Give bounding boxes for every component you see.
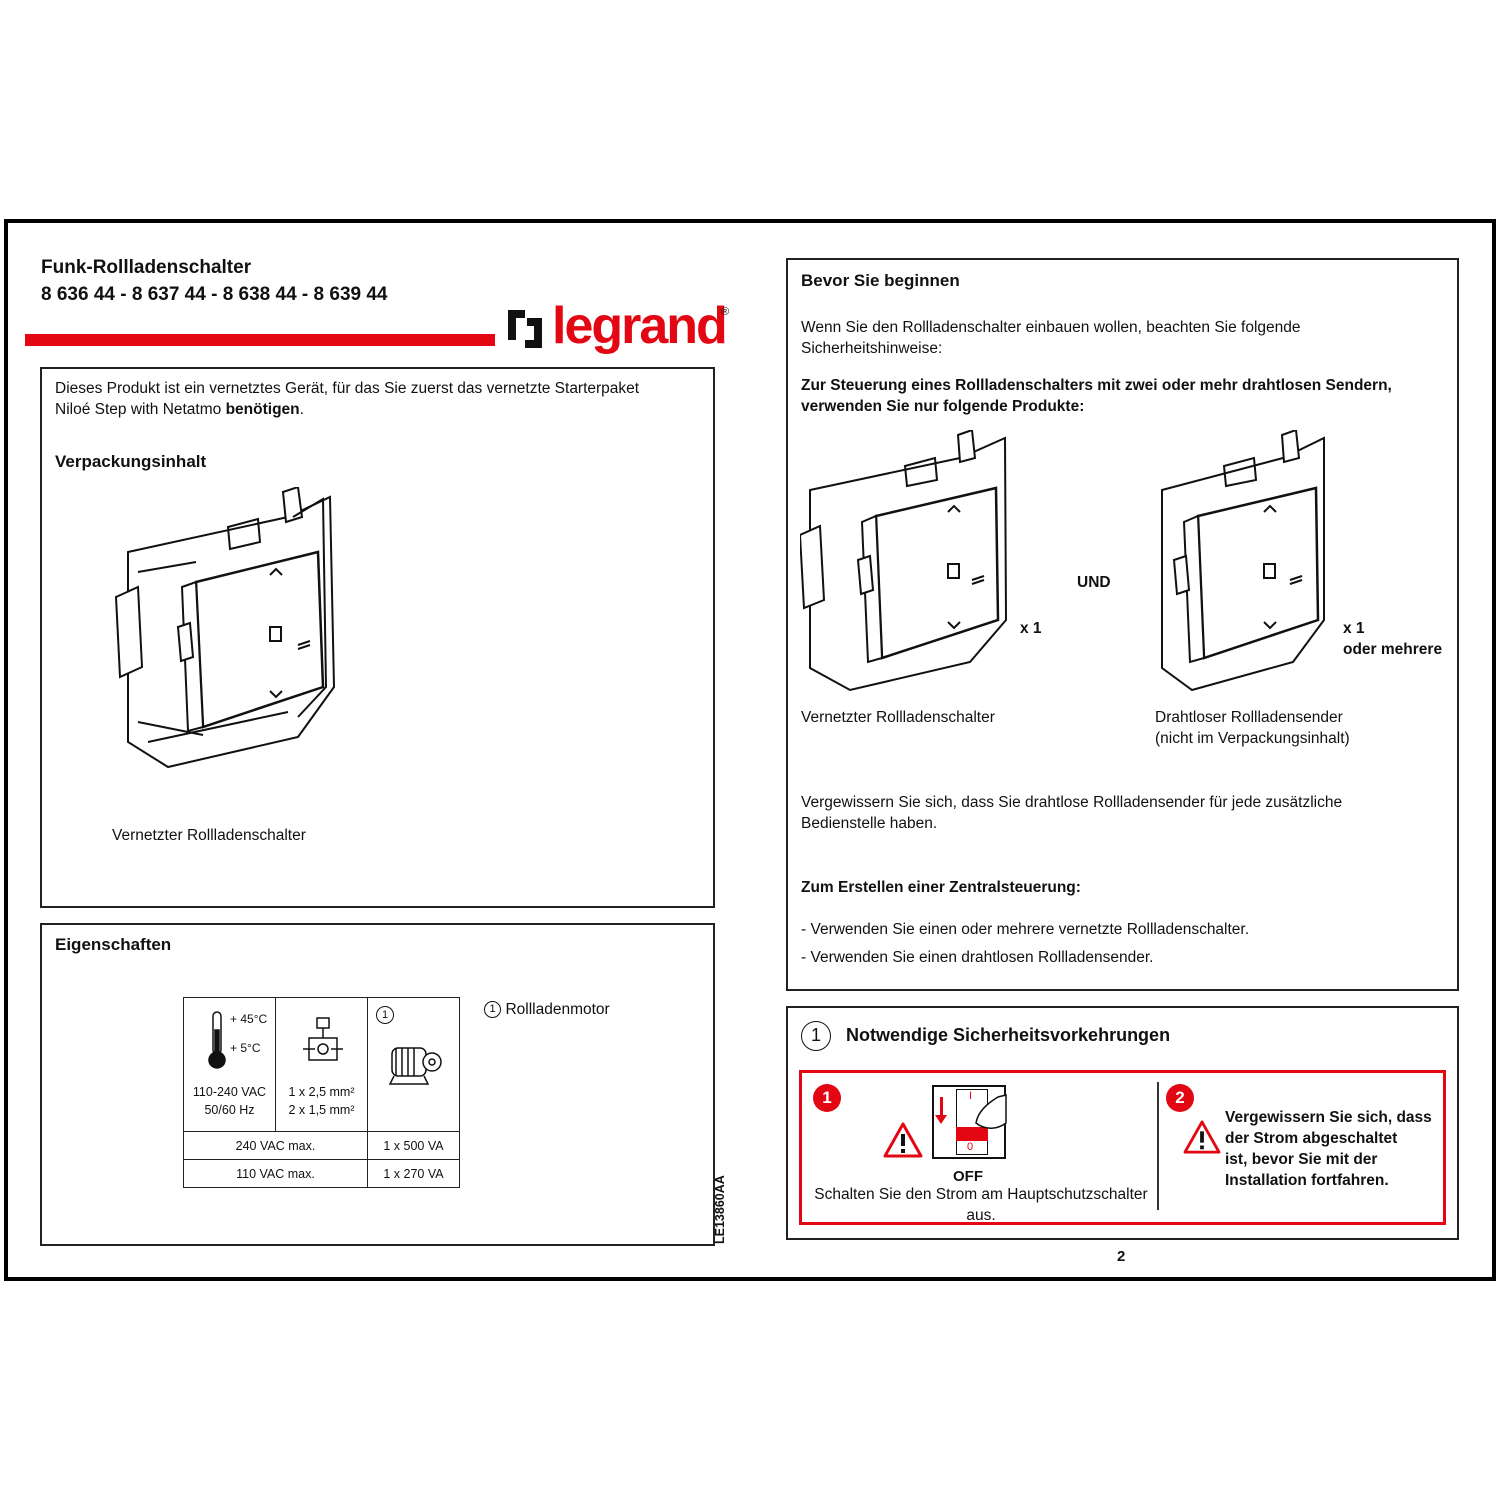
packaging-heading: Verpackungsinhalt: [55, 452, 207, 471]
product-codes: 8 636 44 - 8 637 44 - 8 638 44 - 8 639 4…: [41, 284, 388, 305]
central-control-heading: Zum Erstellen einer Zentralsteuerung:: [801, 879, 1081, 896]
breaker-lever: [956, 1127, 988, 1141]
spec-row1-left: 240 VAC max.: [183, 1131, 368, 1160]
step1-number: 1: [813, 1084, 841, 1112]
step1-text: Schalten Sie den Strom am Hauptschutzsch…: [805, 1184, 1157, 1226]
safety-steps-panel: [799, 1070, 1446, 1225]
intro-text-part1: Dieses Produkt ist ein vernetztes Gerät,…: [55, 380, 640, 397]
before-note: Vergewissern Sie sich, dass Sie drahtlos…: [801, 792, 1451, 834]
safety-heading: Notwendige Sicherheitsvorkehrungen: [846, 1025, 1171, 1045]
intro-text-end: .: [299, 401, 304, 418]
wire-size-2: 2 x 1,5 mm²: [288, 1103, 355, 1117]
page-number: 2: [1117, 1248, 1126, 1265]
arrow-head: [935, 1115, 947, 1124]
before-intro-line2: Sicherheitshinweise:: [801, 340, 943, 357]
off-label: OFF: [953, 1168, 983, 1185]
thermometer-icon: [208, 1011, 226, 1069]
before-note-line2: Bedienstelle haben.: [801, 815, 938, 832]
motor-icon: [388, 1047, 442, 1085]
before-bold-instruction: Zur Steuerung eines Rollladenschalters m…: [801, 375, 1451, 417]
temp-max-label: + 45°C: [230, 1012, 268, 1026]
breaker-off-label: 0: [967, 1141, 974, 1153]
before-note-line1: Vergewissern Sie sich, dass Sie drahtlos…: [801, 794, 1343, 811]
red-header-bar: [25, 334, 495, 346]
safety-index-marker: 1: [801, 1021, 831, 1051]
qty-transmitter: x 1 oder mehrere: [1343, 618, 1442, 660]
qty-transmitter-line2: oder mehrere: [1343, 641, 1443, 658]
and-label: UND: [1077, 574, 1111, 591]
product2-label-line1: Drahtloser Rollladensender: [1155, 709, 1343, 726]
breaker-on-label: I: [969, 1090, 973, 1102]
networked-switch-illustration: [798, 428, 1010, 692]
circuit-breaker-icon: I 0: [932, 1085, 1007, 1159]
specification-table: + 45°C + 5°C 110-240 VAC 50/60 Hz 1 x 2,…: [183, 997, 460, 1188]
wire-size-1: 1 x 2,5 mm²: [288, 1085, 355, 1099]
before-heading: Bevor Sie beginnen: [801, 271, 960, 290]
qty-switch: x 1: [1020, 620, 1042, 637]
product2-label-line2: (nicht im Verpackungsinhalt): [1155, 730, 1350, 747]
step1-text-line2: aus.: [966, 1207, 996, 1224]
safety-box: [786, 1006, 1459, 1240]
temp-min-label: + 5°C: [230, 1041, 261, 1055]
finger-icon: [975, 1094, 1007, 1129]
product2-label: Drahtloser Rollladensender (nicht im Ver…: [1155, 707, 1350, 749]
step2-text-line3: ist, bevor Sie mit der: [1225, 1151, 1378, 1168]
warning-icon: [883, 1122, 923, 1158]
central-bullet-2: - Verwenden Sie einen drahtlosen Rolllad…: [801, 949, 1154, 966]
packaging-box: [40, 367, 715, 908]
step2-text-line2: der Strom abgeschaltet: [1225, 1130, 1398, 1147]
step2-text-line4: Installation fortfahren.: [1225, 1172, 1389, 1189]
temperature-voltage-cell: + 45°C + 5°C 110-240 VAC 50/60 Hz: [183, 997, 276, 1132]
packaging-item-label: Vernetzter Rollladenschalter: [112, 827, 306, 844]
before-bold-line1: Zur Steuerung eines Rollladenschalters m…: [801, 377, 1392, 394]
arrow-down-icon: [940, 1097, 943, 1119]
wire-section-cell: 1 x 2,5 mm² 2 x 1,5 mm²: [275, 997, 368, 1132]
registered-mark: ®: [721, 306, 730, 318]
step1-text-line1: Schalten Sie den Strom am Hauptschutzsch…: [814, 1186, 1148, 1203]
intro-text-part2: Niloé Step with Netatmo: [55, 401, 222, 418]
step2-number: 2: [1166, 1084, 1194, 1112]
intro-text: Dieses Produkt ist ein vernetztes Gerät,…: [55, 378, 705, 420]
legend-index-marker: 1: [484, 1001, 501, 1018]
document-frame: [4, 219, 1496, 1281]
central-bullet-1: - Verwenden Sie einen oder mehrere verne…: [801, 921, 1250, 938]
legend-text: Rollladenmotor: [505, 1001, 610, 1018]
step2-text: Vergewissern Sie sich, dass der Strom ab…: [1225, 1107, 1450, 1191]
intro-text-bold: benötigen: [225, 401, 300, 418]
shutter-switch-illustration: [108, 485, 338, 769]
product1-label: Vernetzter Rollladenschalter: [801, 709, 995, 726]
spec-row2-left: 110 VAC max.: [183, 1159, 368, 1188]
spec-row1-right: 1 x 500 VA: [367, 1131, 460, 1160]
motor-legend: 1 Rollladenmotor: [484, 999, 610, 1020]
terminal-screw-icon: [303, 1017, 343, 1061]
motor-index-marker: 1: [376, 1006, 394, 1024]
document-title: Funk-Rollladenschalter: [41, 257, 252, 278]
before-you-begin-box: [786, 258, 1459, 991]
voltage-label: 110-240 VAC: [192, 1085, 267, 1099]
legrand-logo-icon: [505, 306, 545, 352]
spec-row2-right: 1 x 270 VA: [367, 1159, 460, 1188]
frequency-label: 50/60 Hz: [204, 1103, 255, 1117]
properties-heading: Eigenschaften: [55, 935, 172, 954]
wireless-transmitter-illustration: [1158, 428, 1328, 692]
document-code: LE13860AA: [713, 1175, 727, 1245]
before-intro-line1: Wenn Sie den Rollladenschalter einbauen …: [801, 319, 1301, 336]
warning-icon-2: [1183, 1120, 1221, 1154]
before-bold-line2: verwenden Sie nur folgende Produkte:: [801, 398, 1085, 415]
steps-divider: [1157, 1082, 1159, 1210]
before-intro: Wenn Sie den Rollladenschalter einbauen …: [801, 317, 1451, 359]
motor-cell: 1: [367, 997, 460, 1132]
qty-transmitter-line1: x 1: [1343, 620, 1365, 637]
step2-text-line1: Vergewissern Sie sich, dass: [1225, 1109, 1432, 1126]
legrand-wordmark: legrand: [552, 297, 728, 355]
properties-box: [40, 923, 715, 1246]
